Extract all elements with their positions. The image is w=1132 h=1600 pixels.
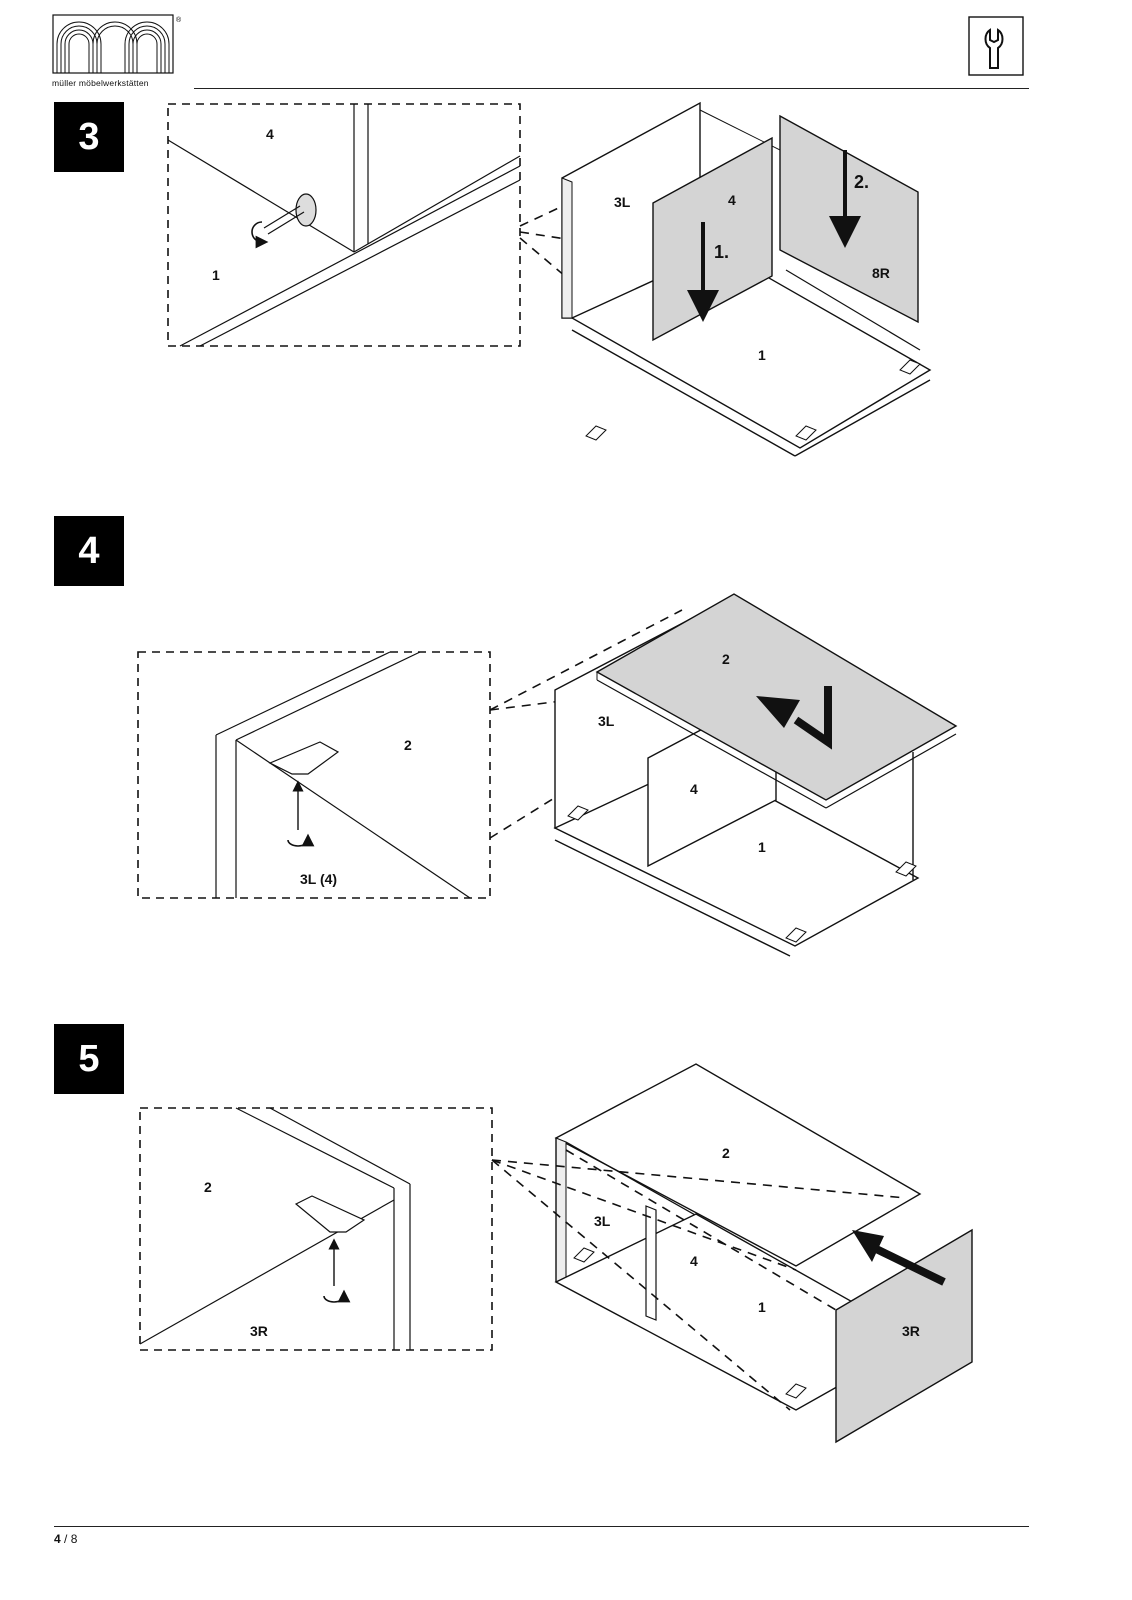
step5-detail-label-3R: 3R: [250, 1323, 268, 1339]
step3-label-4: 4: [728, 192, 736, 208]
step5-detail-label-2: 2: [204, 1179, 212, 1195]
step4-label-4: 4: [690, 781, 698, 797]
wrench-icon: [968, 16, 1024, 76]
step5-label-1: 1: [758, 1299, 766, 1315]
brand-name: müller möbelwerkstätten: [52, 78, 149, 88]
step5-label-3R: 3R: [902, 1323, 920, 1339]
mm-logo-icon: ®: [52, 14, 182, 74]
page-separator: /: [60, 1532, 71, 1546]
step4-detail-view: [137, 651, 491, 899]
page-number: 4 / 8: [54, 1532, 77, 1546]
step3-arrow-2-label: 2.: [854, 172, 869, 192]
step3-main-view: [519, 101, 932, 457]
step-number-4: 4: [54, 516, 124, 586]
step3-detail-view: [167, 103, 521, 347]
step5-label-2: 2: [722, 1145, 730, 1161]
step4-label-3L: 3L: [598, 713, 615, 729]
page-total: 8: [70, 1532, 78, 1546]
step5-detail-view: [139, 1107, 493, 1351]
step3-label-8R: 8R: [872, 265, 890, 281]
header-divider: [194, 88, 1029, 89]
step5-label-3L: 3L: [594, 1213, 611, 1229]
step5-main-view: [491, 1063, 973, 1444]
step4-main-view: [489, 593, 958, 957]
step3-arrow-1-label: 1.: [714, 242, 729, 262]
step-number-5: 5: [54, 1024, 124, 1094]
footer-divider: [54, 1526, 1029, 1527]
step3-label-1: 1: [758, 347, 766, 363]
page-current: 4: [54, 1532, 61, 1546]
step4-detail-label-2: 2: [404, 737, 412, 753]
step3-detail-label-1: 1: [212, 267, 220, 283]
step4-detail-label-3L4: 3L (4): [300, 871, 337, 887]
step4-label-2: 2: [722, 651, 730, 667]
step-number-3: 3: [54, 102, 124, 172]
step5-label-4: 4: [690, 1253, 698, 1269]
step3-label-3L: 3L: [614, 194, 631, 210]
step3-detail-label-4: 4: [266, 126, 274, 142]
step4-label-1: 1: [758, 839, 766, 855]
svg-text:®: ®: [176, 16, 182, 24]
